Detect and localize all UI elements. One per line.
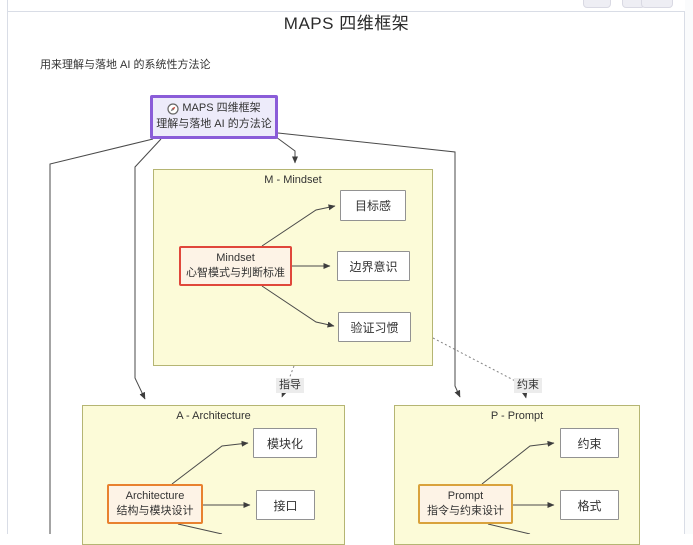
- section-architecture-label: A - Architecture: [176, 410, 251, 422]
- leaf-interface: 接口: [256, 490, 315, 520]
- node-mindset-title: Mindset: [216, 251, 255, 264]
- leaf-modularity: 模块化: [253, 428, 317, 458]
- leaf-boundary-awareness: 边界意识: [337, 251, 410, 281]
- leaf-goal-sense: 目标感: [340, 190, 406, 221]
- node-architecture: Architecture 结构与模块设计: [107, 484, 203, 524]
- edge-label-guide: 指导: [276, 378, 304, 393]
- node-mindset: Mindset 心智模式与判断标准: [179, 246, 292, 286]
- page-subtitle: 用来理解与落地 AI 的系统性方法论: [40, 59, 211, 71]
- leaf-format: 格式: [560, 490, 619, 520]
- page-gutter: [685, 0, 693, 534]
- compass-icon: [167, 103, 179, 115]
- section-architecture: A - Architecture: [82, 405, 345, 545]
- node-mindset-subtitle: 心智模式与判断标准: [186, 267, 285, 279]
- node-architecture-subtitle: 结构与模块设计: [116, 505, 194, 517]
- page-title: MAPS 四维框架: [283, 14, 410, 33]
- node-prompt-title: Prompt: [447, 489, 484, 502]
- section-prompt: P - Prompt: [394, 405, 640, 545]
- node-prompt: Prompt 指令与约束设计: [418, 484, 513, 524]
- root-node: MAPS 四维框架 理解与落地 AI 的方法论: [150, 95, 278, 139]
- section-prompt-label: P - Prompt: [490, 410, 544, 422]
- root-node-title: MAPS 四维框架: [182, 102, 261, 115]
- window-button[interactable]: [641, 0, 673, 8]
- edge-label-constrain: 约束: [514, 378, 542, 393]
- panel-border-top: [7, 11, 685, 12]
- window-button[interactable]: [583, 0, 611, 8]
- node-architecture-title: Architecture: [125, 489, 185, 502]
- section-mindset-label: M - Mindset: [264, 174, 322, 186]
- panel-border-right: [684, 11, 685, 534]
- node-prompt-subtitle: 指令与约束设计: [427, 505, 504, 517]
- leaf-constraint: 约束: [560, 428, 619, 458]
- panel-border-left: [7, 0, 8, 534]
- leaf-verification-habit: 验证习惯: [338, 312, 411, 342]
- root-node-subtitle: 理解与落地 AI 的方法论: [156, 118, 272, 130]
